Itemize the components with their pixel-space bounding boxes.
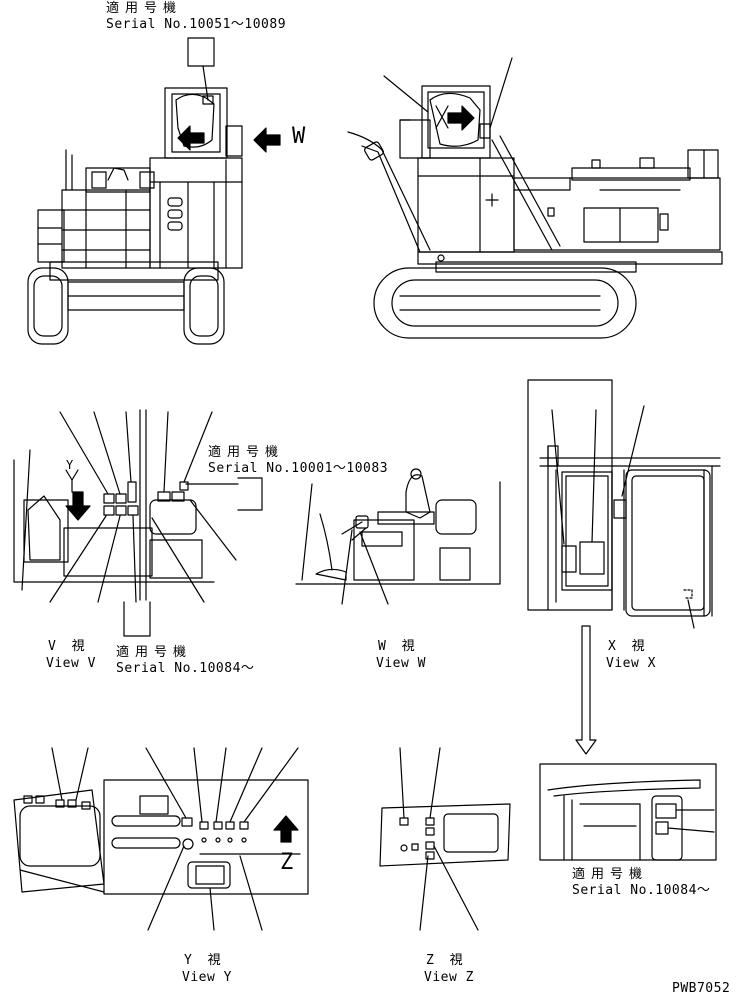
serial-range-top: Serial No.10051～10089 — [106, 17, 287, 32]
view-y-caption-en: View Y — [182, 970, 232, 985]
side-view-machine — [348, 58, 722, 338]
applicable-serial-heading-x: 適用号機 — [572, 867, 649, 882]
view-x-drawing — [528, 380, 720, 628]
view-y-caption-jp: Y 視 — [184, 953, 225, 968]
w-letter: W — [292, 124, 306, 149]
view-w-caption-en: View W — [376, 656, 426, 671]
view-w-drawing — [296, 469, 500, 604]
serial-range-x: Serial No.10084～ — [572, 883, 711, 898]
view-x-caption-jp: X 視 — [608, 639, 649, 654]
view-v-drawing — [14, 410, 262, 636]
applicable-serial-heading-v: 適用号機 — [116, 645, 193, 660]
view-v-caption-en: View V — [46, 656, 96, 671]
arrow-up-y — [274, 816, 298, 842]
view-y-drawing — [14, 748, 308, 930]
z-marker: Z — [280, 850, 294, 875]
view-w-caption-jp: W 視 — [378, 639, 419, 654]
view-x-caption-en: View X — [606, 656, 656, 671]
view-z-caption-en: View Z — [424, 970, 474, 985]
view-z-drawing — [380, 748, 510, 930]
applicable-serial-heading-top: 適用号機 — [106, 1, 183, 16]
view-z-caption-jp: Z 視 — [426, 953, 467, 968]
drawing-code: PWB7052 — [672, 981, 731, 996]
arrow-inside-cab-front — [178, 126, 204, 150]
applicable-serial-heading-mid: 適用号機 — [208, 445, 285, 460]
view-v-caption-jp: V 視 — [48, 639, 89, 654]
arrow-to-w — [254, 128, 280, 152]
front-view-machine — [28, 38, 242, 344]
y-marker-view-v: Y — [66, 458, 74, 472]
arrow-down-v — [66, 492, 90, 520]
serial-range-v: Serial No.10084～ — [116, 661, 255, 676]
arrow-inside-cab-side — [448, 106, 474, 130]
view-x-detail — [540, 764, 716, 860]
serial-range-mid: Serial No.10001～10083 — [208, 461, 389, 476]
arrow-x-to-detail — [576, 626, 596, 754]
